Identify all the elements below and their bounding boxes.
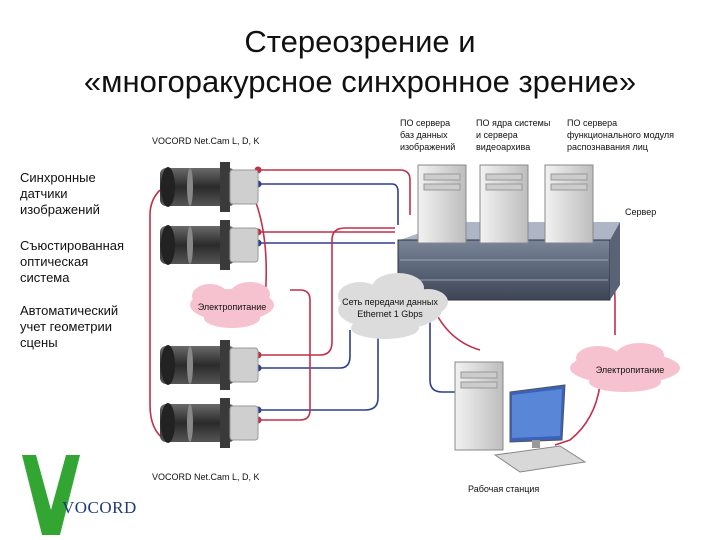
power-label-right: Электропитание [595,365,665,375]
camera-1 [160,162,259,212]
camera-4 [160,398,259,448]
camera-3 [160,340,259,390]
software-face-label: ПО сервера функционального модуля распоз… [567,118,675,152]
camera-model-label-top: VOCORD Net.Cam L, D, K [152,136,260,146]
server-tower-db [417,164,467,244]
power-cloud-right [570,343,680,392]
label-optical: Съюстированная оптическая система [20,238,125,285]
software-db-label: ПО сервера баз данных изображений [400,118,456,152]
network-cloud [338,273,448,339]
camera-model-label-bottom: VOCORD Net.Cam L, D, K [152,472,260,482]
server-tower-face [544,164,594,244]
vocord-logo-icon [22,455,80,535]
server-label: Сервер [625,207,657,217]
power-cloud-left [190,282,274,328]
label-sensors: Синхронные датчики изображений [20,170,100,217]
page-title-line-2: «многоракурсное синхронное зрение» [83,64,637,99]
software-core-label: ПО ядра системы и сервера видеоархива [476,118,551,152]
label-geometry: Автоматический учет геометрии сцены [20,303,119,350]
server-tower-core [479,164,529,244]
logo-text: VOCORD [62,498,137,517]
camera-2 [160,220,259,270]
workstation-label: Рабочая станция [468,484,540,494]
network-label: Сеть передачи данных Ethernet 1 Gbps [342,297,438,319]
page-title-line-1: Стереозрение и [244,24,476,59]
power-label-left: Электропитание [197,302,267,312]
workstation [454,361,587,473]
